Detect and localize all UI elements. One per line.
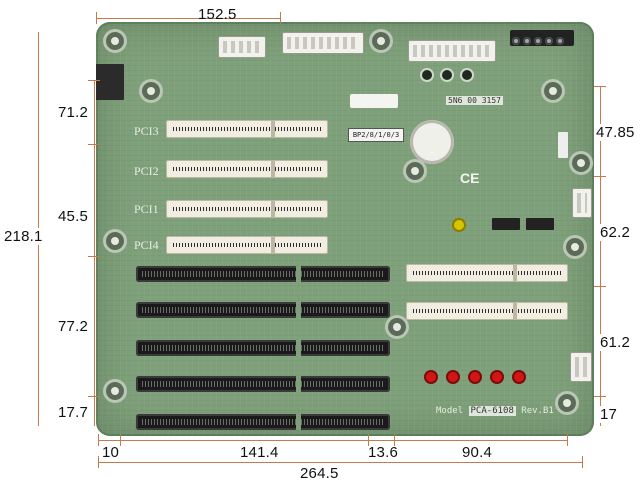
pci-label: PCI2 xyxy=(134,164,159,178)
capacitor xyxy=(422,70,432,80)
dim-line-bottom-total xyxy=(98,462,582,463)
rev-text: Rev.B1 xyxy=(521,406,554,416)
capacitor xyxy=(454,220,464,230)
dim-right-3: 61.2 xyxy=(600,334,630,351)
pci-label: PCI4 xyxy=(134,238,159,252)
mounting-hole xyxy=(388,318,406,336)
mounting-hole xyxy=(566,238,584,256)
dim-tick xyxy=(368,434,369,446)
dim-left-total: 218.1 xyxy=(4,228,43,245)
power-connector-atx xyxy=(282,32,364,54)
ic-chip xyxy=(526,218,554,230)
side-header xyxy=(570,352,592,382)
dim-tick xyxy=(88,80,100,81)
dim-tick xyxy=(582,456,583,468)
dim-line-right xyxy=(600,86,601,426)
capacitor xyxy=(462,70,472,80)
side-connector xyxy=(96,64,124,100)
dim-bottom-3: 13.6 xyxy=(368,444,398,461)
dim-tick xyxy=(594,86,606,87)
label-sticker-text: BP2/8/1/0/3 xyxy=(352,131,400,139)
dim-tick xyxy=(594,176,606,177)
isa-slot xyxy=(136,376,390,392)
seal-sticker xyxy=(410,120,454,164)
dim-right-4: 17 xyxy=(600,406,618,423)
isa-slot xyxy=(136,340,390,356)
isa-slot xyxy=(136,302,390,318)
mounting-hole xyxy=(142,82,160,100)
model-text: Model xyxy=(436,406,464,416)
model-box: PCA-6108 xyxy=(468,406,516,416)
ce-mark: CE xyxy=(460,170,480,186)
dim-left-1: 71.2 xyxy=(58,104,88,121)
mounting-hole xyxy=(106,32,124,50)
jumper-header xyxy=(558,132,568,158)
dim-tick xyxy=(96,12,97,24)
backplane-board: BP2/8/1/0/3 5N6 00 3157 CE PCI3 PCI2 PCI… xyxy=(96,22,594,436)
status-led xyxy=(426,372,436,382)
pci-slot xyxy=(406,302,568,320)
mounting-hole xyxy=(572,154,590,172)
pci-slot xyxy=(406,264,568,282)
dim-bottom-1: 10 xyxy=(102,444,120,461)
dim-tick xyxy=(88,396,100,397)
pci-label: PCI3 xyxy=(134,124,159,138)
status-led xyxy=(448,372,458,382)
dim-tick xyxy=(394,434,395,446)
dim-right-2: 62.2 xyxy=(600,224,630,241)
dim-tick xyxy=(120,434,121,446)
dim-tick xyxy=(88,256,100,257)
pci-slot xyxy=(166,120,328,138)
dim-top-width: 152.5 xyxy=(198,6,237,23)
status-led xyxy=(492,372,502,382)
ic-chip xyxy=(492,218,520,230)
label-sticker: BP2/8/1/0/3 xyxy=(348,128,404,142)
terminal-block xyxy=(510,30,574,46)
version-sticker: 5N6 00 3157 xyxy=(446,96,503,105)
dim-line-top xyxy=(96,18,280,19)
model-label: Model PCA-6108 Rev.B1 xyxy=(436,406,554,416)
status-led xyxy=(470,372,480,382)
dim-bottom-2: 141.4 xyxy=(240,444,279,461)
dim-bottom-4: 90.4 xyxy=(462,444,492,461)
dim-line-left-segments xyxy=(94,80,95,426)
isa-slot xyxy=(136,414,390,430)
mounting-hole xyxy=(372,32,390,50)
dim-tick xyxy=(280,12,281,24)
dim-left-2: 45.5 xyxy=(58,208,88,225)
mounting-hole xyxy=(544,82,562,100)
pci-slot xyxy=(166,200,328,218)
mounting-hole xyxy=(106,382,124,400)
dim-line-bottom-segments xyxy=(98,440,568,441)
isa-slot xyxy=(136,266,390,282)
mounting-hole xyxy=(406,162,424,180)
capacitor xyxy=(442,70,452,80)
dim-tick xyxy=(98,456,99,468)
mounting-hole xyxy=(106,232,124,250)
dim-left-4: 17.7 xyxy=(58,404,88,421)
pci-slot xyxy=(166,160,328,178)
dim-left-3: 77.2 xyxy=(58,318,88,335)
dim-tick xyxy=(594,286,606,287)
status-led xyxy=(514,372,524,382)
dim-tick xyxy=(567,434,568,446)
white-sticker xyxy=(350,94,398,108)
dim-tick xyxy=(88,144,100,145)
dim-bottom-total: 264.5 xyxy=(300,465,339,482)
dim-right-1: 47.85 xyxy=(596,124,635,141)
dim-tick xyxy=(594,396,606,397)
power-connector-aux xyxy=(408,40,496,62)
pci-slot xyxy=(166,236,328,254)
dim-tick xyxy=(98,434,99,446)
power-connector-small xyxy=(218,36,266,58)
pci-label: PCI1 xyxy=(134,202,159,216)
side-header xyxy=(572,188,592,218)
mounting-hole xyxy=(558,394,576,412)
